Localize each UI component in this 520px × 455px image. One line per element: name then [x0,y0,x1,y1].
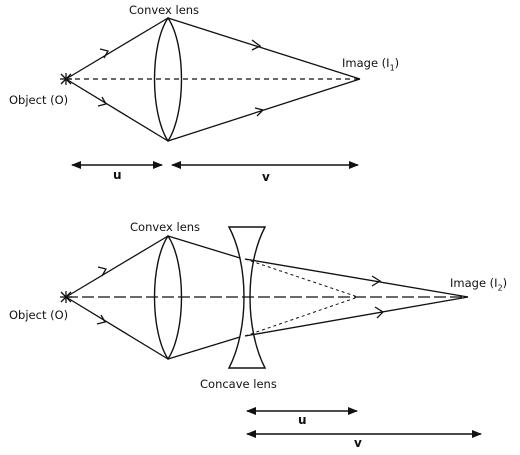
u-label: u [113,168,122,182]
image-label: Image (I1) [342,56,400,73]
diagram-2-lens-combination [60,226,482,438]
image-label-text: Image (I [450,276,498,290]
diverged-rays [244,258,469,337]
image-label-close: ) [502,276,508,290]
ray-direction-arrows [97,39,265,117]
ray-direction-arrows [96,266,385,325]
image-label-subscript: 1 [389,63,395,73]
image-label-subscript: 2 [497,283,503,293]
convex-lens-label: Convex lens [130,220,201,234]
incident-rays [65,235,241,360]
diagram-1-convex-lens-system [60,16,361,169]
v-label: v [354,436,362,450]
object-label: Object (O) [9,93,69,107]
light-rays [65,17,361,142]
u-label: u [298,413,307,427]
convex-lens-label: Convex lens [129,3,200,17]
image-label-close: ) [394,56,400,70]
image-label-text: Image (I [342,56,390,70]
virtual-rays [244,258,359,337]
concave-lens-label: Concave lens [200,377,277,391]
v-label: v [262,170,270,184]
object-label: Object (O) [9,308,69,322]
image-label: Image (I2) [450,276,508,293]
